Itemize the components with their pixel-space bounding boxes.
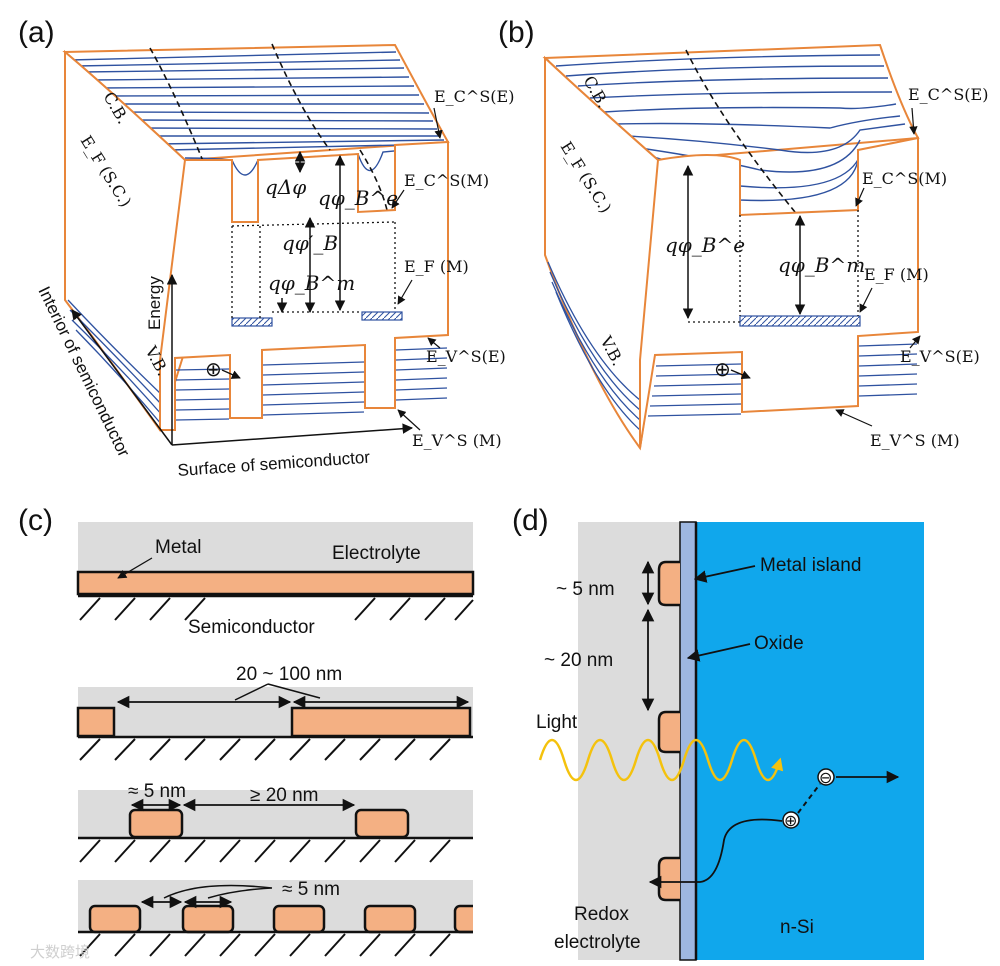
hatch-row1 — [79, 597, 474, 621]
label-q-phi-bm: qφ_B^m — [268, 271, 355, 295]
label-q-phi-be-b: qφ_B^e — [665, 233, 745, 257]
axis-interior — [71, 309, 173, 446]
label-q-phi-bprime: qφ′_B — [282, 231, 338, 255]
metal-fermi-right — [361, 311, 403, 321]
leader-ec-e-b — [909, 107, 918, 135]
valence-band-lines-front-b — [647, 343, 918, 417]
block-front-face — [159, 140, 449, 431]
crop-mask-row4 — [473, 880, 500, 940]
electron-symbol: ⊖ — [819, 768, 832, 787]
metal-fermi-left — [231, 317, 273, 327]
label-size-5nm-d: ~ 5 nm — [556, 579, 615, 600]
leader-ec-e-a — [433, 107, 443, 139]
hole-arrow-a — [221, 369, 241, 379]
label-electrolyte: Electrolyte — [332, 543, 421, 564]
label-ev-m-a: E_V^S (M) — [412, 431, 502, 450]
label-redox-1: Redox — [574, 904, 629, 925]
label-q-phi-be: qφ_B^e — [318, 186, 398, 210]
hole-icon-a: ⊕ — [205, 357, 222, 381]
label-metal: Metal — [155, 537, 201, 558]
light-wave — [538, 738, 784, 782]
hole-arrow-b — [730, 369, 751, 380]
label-spacing-20nm: ≥ 20 nm — [250, 785, 319, 806]
metal-island-row3-b — [354, 808, 410, 839]
leader-spacing-1 — [234, 683, 321, 701]
metal-island-row2-right — [290, 706, 472, 738]
watermark: 大数跨境 — [30, 943, 90, 961]
label-size-20nm-d: ~ 20 nm — [544, 650, 613, 671]
hole-icon-d — [782, 811, 800, 829]
label-size-5nm-c: ≈ 5 nm — [128, 781, 186, 802]
conduction-band-lines-b — [555, 54, 906, 202]
leader-ec-m-b — [855, 187, 865, 207]
leader-ev-m-b — [835, 409, 873, 427]
panel-c: (c) Metal Electrolyte Semiconductor — [18, 504, 500, 957]
valence-band-lines-left-b — [547, 261, 641, 431]
label-ev-m-b: E_V^S (M) — [870, 431, 960, 450]
panel-b: (b) — [498, 16, 988, 451]
valence-band-lines-front — [175, 347, 448, 421]
label-light: Light — [536, 712, 578, 733]
label-semiconductor: Semiconductor — [188, 617, 315, 638]
panel-label-c: (c) — [18, 504, 53, 537]
label-n-si: n-Si — [780, 917, 814, 938]
label-ec-e-b: E_C^S(E) — [908, 85, 988, 104]
n-si-region — [696, 522, 924, 960]
label-ec-e-a: E_C^S(E) — [434, 87, 514, 106]
leader-ef-m-b — [859, 287, 873, 313]
hatch-row4 — [79, 933, 451, 957]
leader-ev-m-a — [397, 409, 421, 431]
metal-island-row2-left — [76, 706, 116, 738]
label-ef-m-a: E_F (M) — [404, 257, 469, 276]
metal-fermi-b — [739, 315, 861, 327]
metal-island-row3-a — [128, 808, 184, 839]
label-metal-island: Metal island — [760, 555, 861, 576]
label-axis-surface: Surface of semiconductor — [177, 448, 371, 480]
conduction-band-lines — [69, 51, 447, 176]
leader-oxide — [686, 643, 751, 662]
metal-islands-d — [657, 560, 680, 902]
label-spacing-1: 20 ~ 100 nm — [236, 664, 342, 685]
panel-label-a: (a) — [18, 16, 55, 49]
pair-dashed-link — [797, 783, 821, 814]
panel-label-b: (b) — [498, 16, 535, 49]
label-ef-m-b: E_F (M) — [864, 265, 929, 284]
label-ec-m-a: E_C^S(M) — [404, 171, 489, 190]
panel-a: (a) — [18, 16, 514, 480]
label-oxide: Oxide — [754, 633, 804, 654]
label-spacing-5nm: ≈ 5 nm — [282, 879, 340, 900]
hatch-row2 — [79, 738, 451, 761]
leader-ev-e-a — [427, 337, 441, 349]
label-ev-e-b: E_V^S(E) — [900, 347, 980, 366]
metal-film-row1 — [76, 570, 475, 596]
hole-icon-b: ⊕ — [714, 357, 731, 381]
leader-ec-m-a — [391, 189, 405, 209]
electron-icon — [817, 768, 835, 786]
block-front-face-b — [639, 136, 919, 449]
axis-surface — [171, 423, 414, 446]
hole-path-arrow — [648, 818, 783, 889]
panel-label-d: (d) — [512, 504, 549, 537]
label-ec-m-b: E_C^S(M) — [862, 169, 947, 188]
label-q-delta-phi: qΔφ — [265, 175, 306, 199]
label-ev-e-a: E_V^S(E) — [426, 347, 506, 366]
panel-d: (d) ~ 5 nm ~ 20 nm Metal island Oxide Li… — [512, 504, 924, 961]
leader-metal — [117, 557, 153, 579]
label-redox-2: electrolyte — [554, 932, 641, 953]
hatch-row3 — [79, 839, 451, 863]
leader-metal-island — [693, 565, 756, 583]
label-q-phi-bm-b: qφ_B^m — [778, 253, 865, 277]
dotted-levels-b — [688, 210, 859, 323]
leader-ev-e-b — [909, 335, 921, 349]
label-axis-energy: Energy — [145, 276, 164, 330]
leader-spacing-5nm — [163, 884, 273, 899]
hole-symbol-d: ⊕ — [784, 811, 797, 830]
leader-ef-m-a — [397, 279, 413, 305]
